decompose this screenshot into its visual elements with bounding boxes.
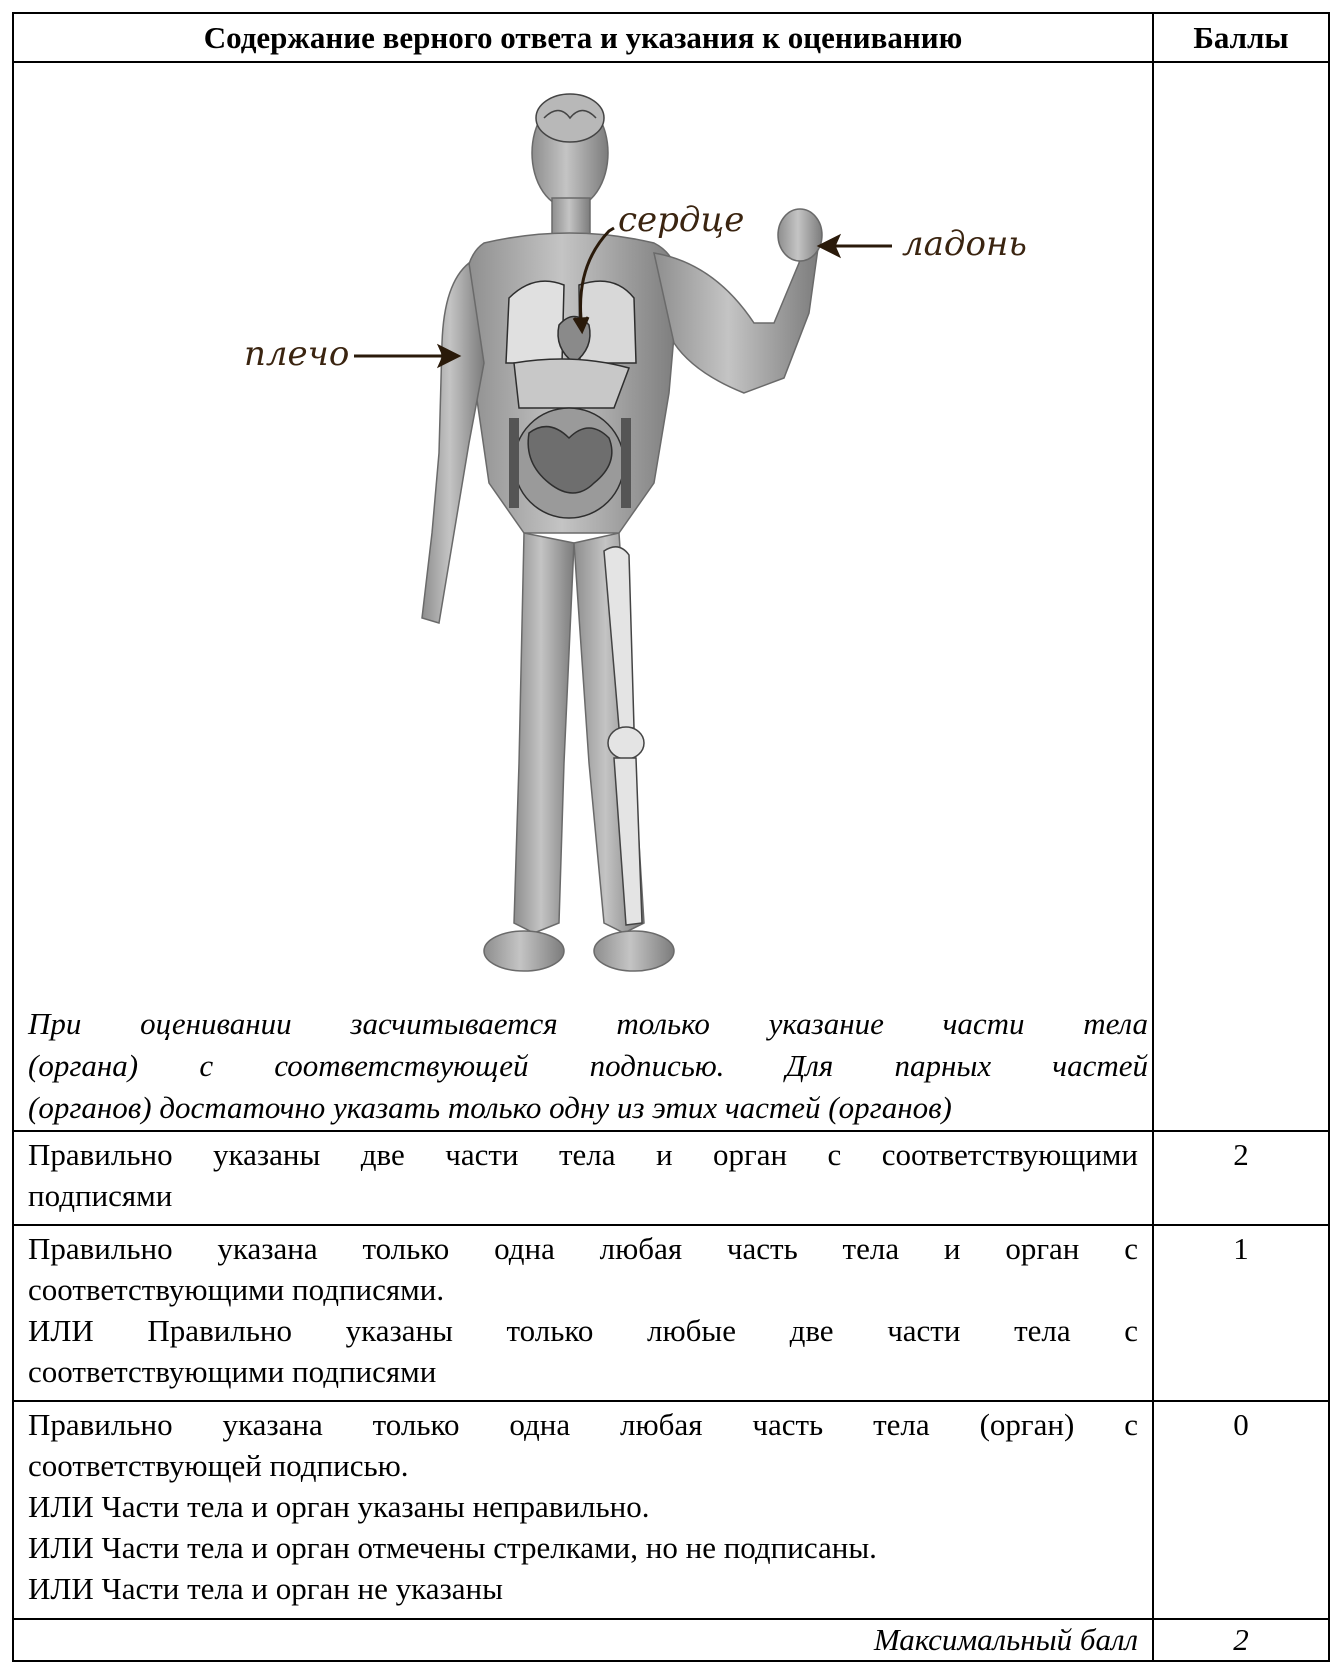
criterion-text: Правильно указана только одна любая част…: [13, 1401, 1153, 1619]
criterion-text: Правильно указана только одна любая част…: [13, 1225, 1153, 1401]
criterion-line: Правильно указана только одна любая част…: [28, 1404, 1138, 1445]
label-shoulder: плечо: [244, 334, 349, 374]
grading-table: Содержание верного ответа и указания к о…: [12, 12, 1330, 1662]
internal-organs: [506, 281, 636, 518]
max-score-row: Максимальный балл 2: [13, 1619, 1329, 1661]
grading-hint: При оценивании засчитывается только указ…: [28, 1003, 1148, 1129]
label-palm: ладонь: [902, 224, 1027, 264]
human-body-figure: сердце ладонь плечо: [14, 63, 1154, 1003]
header-row: Содержание верного ответа и указания к о…: [13, 13, 1329, 62]
criterion-score: 0: [1153, 1401, 1329, 1619]
criterion-line: ИЛИ Части тела и орган отмечены стрелкам…: [28, 1527, 1138, 1568]
content-column-header: Содержание верного ответа и указания к о…: [13, 13, 1153, 62]
criterion-line: соответствующими подписями: [28, 1351, 1138, 1392]
criterion-line: подписями: [28, 1175, 1138, 1216]
max-score-value: 2: [1153, 1619, 1329, 1661]
hint-line: (органа) с соответствующей подписью. Для…: [28, 1045, 1148, 1087]
criterion-line: ИЛИ Правильно указаны только любые две ч…: [28, 1310, 1138, 1351]
criterion-score: 1: [1153, 1225, 1329, 1401]
answer-score-cell: [1153, 62, 1329, 1131]
criterion-line: ИЛИ Части тела и орган не указаны: [28, 1568, 1138, 1609]
hint-line: (органов) достаточно указать только одну…: [28, 1087, 1148, 1129]
criterion-score: 2: [1153, 1131, 1329, 1225]
answer-cell: сердце ладонь плечо При оценивании засчи…: [13, 62, 1153, 1131]
label-heart: сердце: [618, 200, 744, 240]
criterion-row: Правильно указаны две части тела и орган…: [13, 1131, 1329, 1225]
hint-line: При оценивании засчитывается только указ…: [28, 1003, 1148, 1045]
max-score-label: Максимальный балл: [13, 1619, 1153, 1661]
arrow-shoulder: [354, 347, 458, 365]
criterion-line: Правильно указана только одна любая част…: [28, 1228, 1138, 1269]
answer-row: сердце ладонь плечо При оценивании засчи…: [13, 62, 1329, 1131]
criterion-line: Правильно указаны две части тела и орган…: [28, 1134, 1138, 1175]
criterion-line: ИЛИ Части тела и орган указаны неправиль…: [28, 1486, 1138, 1527]
criterion-row: Правильно указана только одна любая част…: [13, 1401, 1329, 1619]
criterion-row: Правильно указана только одна любая част…: [13, 1225, 1329, 1401]
criterion-text: Правильно указаны две части тела и орган…: [13, 1131, 1153, 1225]
score-column-header: Баллы: [1153, 13, 1329, 62]
arrow-palm: [820, 237, 892, 255]
criterion-line: соответствующими подписями.: [28, 1269, 1138, 1310]
criterion-line: соответствующей подписью.: [28, 1445, 1138, 1486]
